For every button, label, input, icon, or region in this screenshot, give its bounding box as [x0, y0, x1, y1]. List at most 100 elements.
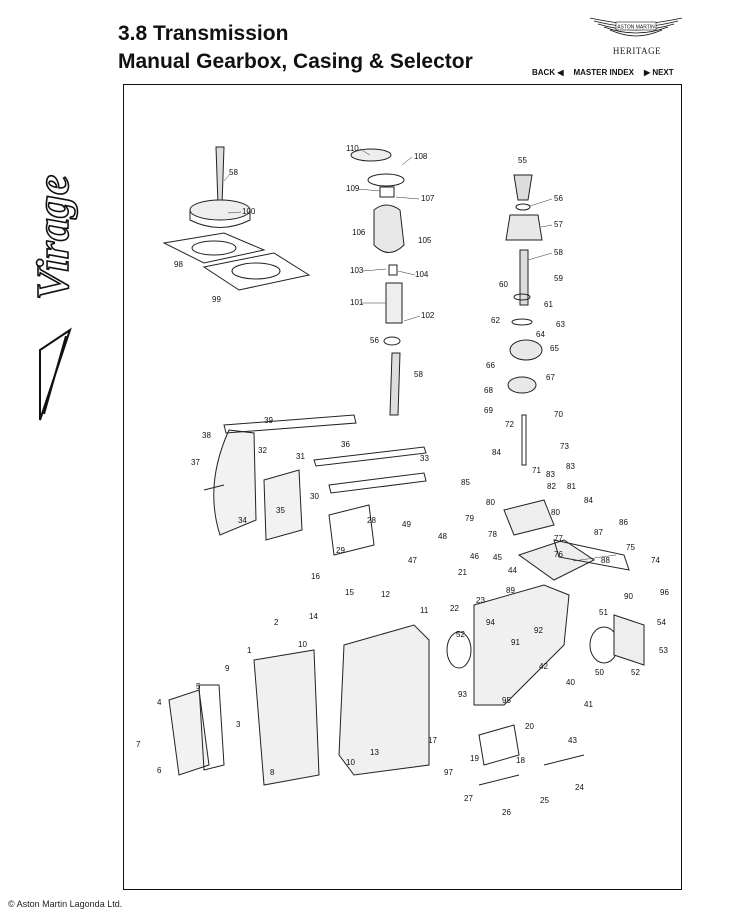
- callout-91: 91: [511, 638, 520, 647]
- callout-82: 82: [547, 482, 556, 491]
- callout-64: 64: [536, 330, 545, 339]
- callout-45: 45: [493, 553, 502, 562]
- callout-13: 13: [370, 748, 379, 757]
- callout-71: 71: [532, 466, 541, 475]
- callout-34: 34: [238, 516, 247, 525]
- callout-23: 23: [476, 596, 485, 605]
- callout-67: 67: [546, 373, 555, 382]
- callout-68: 68: [484, 386, 493, 395]
- callout-78: 78: [488, 530, 497, 539]
- callout-8: 8: [270, 768, 275, 777]
- callout-40: 40: [566, 678, 575, 687]
- callout-18: 18: [516, 756, 525, 765]
- callout-14: 14: [309, 612, 318, 621]
- callout-83b: 83: [546, 470, 555, 479]
- callout-58b: 58: [229, 168, 238, 177]
- callout-10a: 10: [298, 640, 307, 649]
- callout-76: 76: [554, 550, 563, 559]
- callout-44: 44: [508, 566, 517, 575]
- callout-62: 62: [491, 316, 500, 325]
- callout-53: 53: [659, 646, 668, 655]
- callout-61: 61: [544, 300, 553, 309]
- diagram-frame: 110 108 109 107 106 105 104 103 101 102 …: [123, 84, 682, 890]
- callout-86: 86: [619, 518, 628, 527]
- callout-98: 98: [174, 260, 183, 269]
- virage-logo: Virage: [30, 174, 79, 421]
- callout-24: 24: [575, 783, 584, 792]
- callout-4: 4: [157, 698, 162, 707]
- callout-57: 57: [554, 220, 563, 229]
- callout-58a: 58: [414, 370, 423, 379]
- logo-wordmark: Virage: [30, 175, 78, 300]
- callout-38: 38: [202, 431, 211, 440]
- part-drawings: [162, 146, 645, 786]
- callout-66: 66: [486, 361, 495, 370]
- callout-99: 99: [212, 295, 221, 304]
- master-index-link[interactable]: MASTER INDEX: [573, 68, 634, 77]
- callout-33: 33: [420, 454, 429, 463]
- callout-100: 100: [242, 207, 256, 216]
- callout-69: 69: [484, 406, 493, 415]
- callout-10b: 10: [346, 758, 355, 767]
- callout-46: 46: [470, 552, 479, 561]
- callout-110: 110: [346, 144, 359, 153]
- callout-35: 35: [276, 506, 285, 515]
- callout-65: 65: [550, 344, 559, 353]
- page-subtitle: Manual Gearbox, Casing & Selector: [118, 50, 473, 73]
- copyright-footer: © Aston Martin Lagonda Ltd.: [8, 899, 123, 909]
- callout-31: 31: [296, 452, 305, 461]
- callout-108: 108: [414, 152, 428, 161]
- callout-2: 2: [274, 618, 279, 627]
- callout-72: 72: [505, 420, 514, 429]
- callout-1: 1: [247, 646, 252, 655]
- callout-105: 105: [418, 236, 432, 245]
- callout-32: 32: [258, 446, 267, 455]
- callout-63: 63: [556, 320, 565, 329]
- callout-28: 28: [367, 516, 376, 525]
- callout-81: 81: [567, 482, 576, 491]
- leader-lines: [223, 148, 617, 562]
- callout-27: 27: [464, 794, 473, 803]
- callout-77: 77: [554, 534, 563, 543]
- callout-41: 41: [584, 700, 593, 709]
- aston-martin-wings-logo: ASTON MARTIN: [589, 17, 683, 37]
- callout-15: 15: [345, 588, 354, 597]
- next-link[interactable]: ▶ NEXT: [643, 68, 674, 77]
- callout-106: 106: [352, 228, 366, 237]
- callout-21: 21: [458, 568, 467, 577]
- page-title: 3.8 Transmission: [118, 22, 289, 45]
- callout-39: 39: [264, 416, 273, 425]
- callout-70: 70: [554, 410, 563, 419]
- callout-5: 5: [196, 682, 201, 691]
- callout-92: 92: [534, 626, 543, 635]
- callout-90: 90: [624, 592, 633, 601]
- callout-83a: 83: [566, 462, 575, 471]
- callout-94: 94: [486, 618, 495, 627]
- callout-58c: 58: [554, 248, 563, 257]
- callout-30: 30: [310, 492, 319, 501]
- callout-84a: 84: [492, 448, 501, 457]
- callout-52a: 52: [631, 668, 640, 677]
- callout-12: 12: [381, 590, 390, 599]
- callout-49: 49: [402, 520, 411, 529]
- callout-107: 107: [421, 194, 435, 203]
- callout-109: 109: [346, 184, 360, 193]
- callout-75: 75: [626, 543, 635, 552]
- callout-85: 85: [461, 478, 470, 487]
- callout-84b: 84: [584, 496, 593, 505]
- callout-102: 102: [421, 311, 435, 320]
- callout-73: 73: [560, 442, 569, 451]
- callout-56a: 56: [370, 336, 379, 345]
- callout-52b: 52: [456, 630, 465, 639]
- callout-7: 7: [136, 740, 141, 749]
- callout-9: 9: [225, 664, 230, 673]
- callout-37: 37: [191, 458, 200, 467]
- back-link[interactable]: BACK ◀: [532, 68, 564, 77]
- callout-6: 6: [157, 766, 162, 775]
- callout-95: 95: [502, 696, 511, 705]
- callout-43: 43: [568, 736, 577, 745]
- callout-labels: 110 108 109 107 106 105 104 103 101 102 …: [136, 144, 669, 817]
- callout-87: 87: [594, 528, 603, 537]
- callout-80b: 80: [551, 508, 560, 517]
- callout-16: 16: [311, 572, 320, 581]
